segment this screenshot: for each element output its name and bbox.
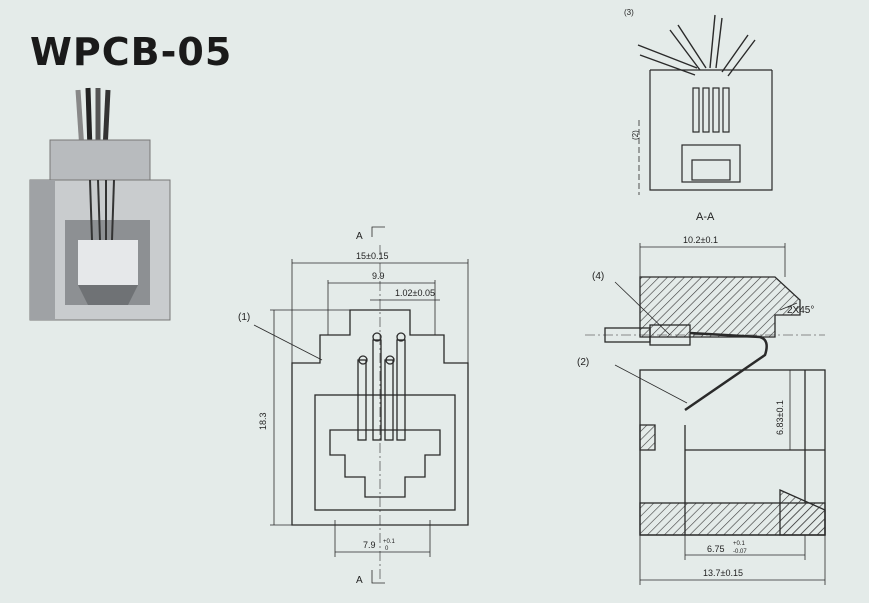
front-view-drawing: A A 15±0.15 9.9 1.02±0.05 18.3 7.9 +0.1 … [238, 226, 469, 586]
top-view-outline [649, 70, 773, 191]
section-mark-top: A [356, 231, 363, 242]
dim-top-width: 10.2±0.1 [683, 235, 718, 245]
top-view-pins [692, 87, 730, 133]
jack-opening-inner [78, 240, 138, 285]
product-title: WPCB-05 [30, 30, 233, 74]
section-left-hatched [639, 424, 656, 451]
section-contact-spring [684, 331, 768, 412]
section-view-drawing: 10.2±0.1 2X45° 6.83±0.1 6.75 +0.1 -0.07 … [577, 235, 826, 585]
product-photo [29, 87, 171, 321]
jack-contacts [89, 179, 115, 241]
callout-2: (2) [577, 357, 589, 368]
dim-inner-width: 9.9 [372, 271, 385, 281]
dim-overall-width: 15±0.15 [356, 251, 388, 261]
front-view-outline [291, 309, 469, 526]
dim-bottom-tol-upper: +0.1 [383, 539, 396, 545]
dim-bottom-tol-lower: 0 [385, 546, 389, 552]
top-view-side-label: (2) [631, 130, 640, 140]
section-mark-bottom: A [356, 575, 363, 586]
jack-side-face [30, 180, 55, 320]
top-view-callout: (3) [624, 8, 634, 17]
dim-inner-tol-lower: -0.07 [733, 549, 747, 555]
section-top-hatched [639, 276, 801, 338]
section-right-hatched [779, 488, 826, 536]
dim-pitch: 1.02±0.05 [395, 288, 435, 298]
callout-4: (4) [592, 271, 604, 282]
dim-bottom: 7.9 [363, 540, 376, 550]
dim-section-height: 6.83±0.1 [775, 400, 785, 435]
jack-key-notch [78, 285, 138, 305]
dim-inner: 6.75 [707, 544, 725, 554]
section-label-a-a: A-A [696, 211, 715, 223]
jack-top-block [49, 139, 151, 186]
dim-height: 18.3 [258, 412, 268, 430]
top-view-window [681, 144, 741, 183]
dim-inner-tol-upper: +0.1 [733, 541, 746, 547]
top-view-drawing: (3) (2) A-A [624, 8, 773, 223]
callout-1: (1) [238, 312, 250, 323]
top-view-wires [637, 14, 756, 77]
dim-bottom-width: 13.7±0.15 [703, 568, 743, 578]
dim-chamfer: 2X45° [787, 305, 814, 316]
front-view-contacts [357, 332, 406, 441]
